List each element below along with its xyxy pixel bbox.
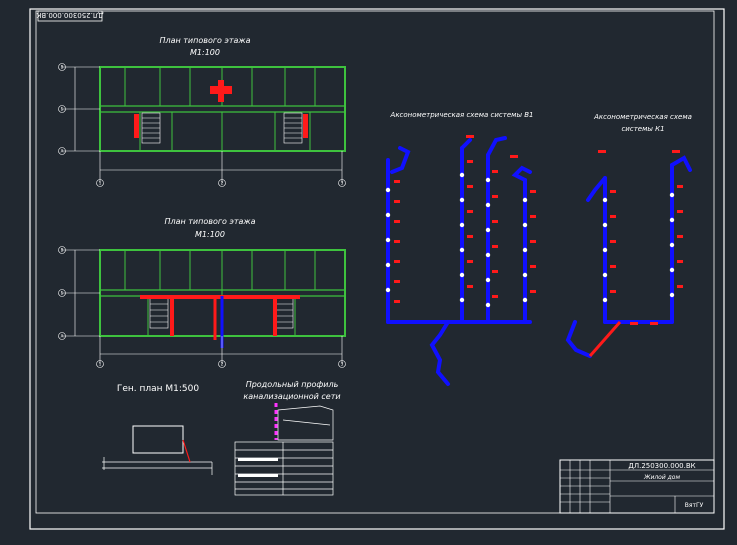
plan2-scale: М1:100	[195, 230, 225, 239]
outer-border	[29, 8, 725, 530]
site-plan: Ген. план М1:500	[102, 384, 213, 475]
plan1-axis-a: А	[61, 149, 64, 154]
site-plan-title: Ген. план М1:500	[117, 384, 200, 394]
plan2-axis-a: А	[61, 334, 64, 339]
title-block-object: Жилой дом	[643, 474, 680, 481]
plan2-axis-b: Б	[61, 291, 64, 296]
title-block: ДЛ.250300.000.ВК Жилой дом ВятГУ	[559, 459, 715, 514]
plan2-axis-3: 3	[341, 362, 344, 367]
typical-floor-plan-1: План типового этажа М1:100	[58, 36, 346, 187]
inner-border	[35, 10, 715, 514]
plan1-axis-1: 1	[99, 181, 102, 186]
k1-title-line1: Аксонометрическая схема	[593, 113, 692, 121]
typical-floor-plan-2: План типового этажа М1:100	[58, 217, 346, 368]
profile-title-line2: канализационной сети	[243, 392, 340, 401]
plan1-axis-v: В	[61, 65, 64, 70]
title-block-code: ДЛ.250300.000.ВК	[628, 462, 695, 470]
plan1-axis-b: Б	[61, 107, 64, 112]
plan2-axis-v: В	[61, 248, 64, 253]
profile-title-line1: Продольный профиль	[246, 380, 339, 389]
title-block-org: ВятГУ	[685, 502, 704, 509]
k1-title-line2: системы К1	[621, 125, 664, 133]
plan1-axis-3: 3	[341, 181, 344, 186]
plan2-title: План типового этажа	[164, 217, 255, 226]
plan2-axis-1: 1	[99, 362, 102, 367]
sewer-longitudinal-profile: Продольный профиль канализационной сети	[234, 380, 341, 496]
axonometric-scheme-k1: Аксонометрическая схема системы К1	[565, 113, 692, 358]
axonometric-scheme-b1: Аксонометрическая схема системы В1	[385, 111, 536, 386]
b1-title: Аксонометрическая схема системы В1	[390, 111, 534, 119]
sheet-code: ДЛ.250300.000.ВК	[36, 11, 103, 19]
plan1-scale: М1:100	[190, 48, 220, 57]
sheet-code-stamp: ДЛ.250300.000.ВК	[36, 10, 104, 22]
plan1-title: План типового этажа	[159, 36, 250, 45]
plan1-axis-2: 2	[221, 181, 224, 186]
plan2-axis-2: 2	[221, 362, 224, 367]
